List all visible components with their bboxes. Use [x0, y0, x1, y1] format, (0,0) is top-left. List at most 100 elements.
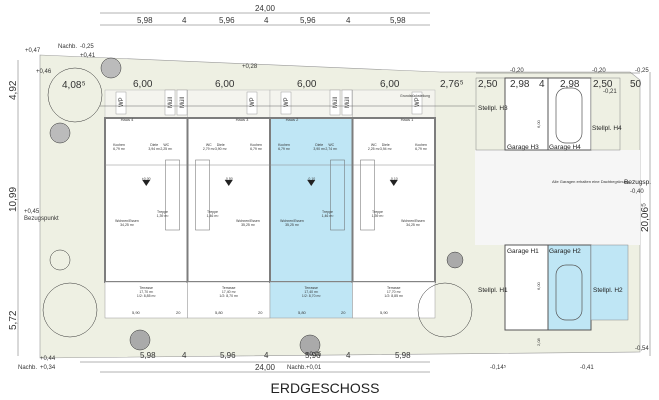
- dim-bottom-2: 4: [182, 351, 187, 360]
- nachb-sw-label: Nachb.: [18, 365, 37, 371]
- level-marker-icon: [389, 180, 398, 186]
- dim-bottom-3: 5,96: [220, 351, 236, 360]
- level-bottom-mid: +0,25: [306, 352, 322, 358]
- staircase: [330, 159, 345, 231]
- level-garage-a: -0,20: [510, 68, 524, 74]
- tree-icon: [49, 122, 71, 144]
- stair-label: Treppe: [322, 210, 333, 214]
- terrace: [352, 281, 436, 319]
- house-label: Haus 3: [236, 117, 249, 122]
- stair-label: Treppe: [207, 210, 218, 214]
- level-top-center: +0,28: [242, 64, 258, 70]
- dimension-lines: [17, 12, 651, 373]
- kitchen-label: Kochen: [278, 143, 290, 147]
- dim-top-2: 4: [182, 16, 187, 25]
- level-ne: -0,25: [635, 68, 649, 74]
- level-nw: +0,47: [25, 48, 41, 54]
- house-2: WP: [269, 89, 354, 319]
- dim-bottom-1: 5,98: [140, 351, 156, 360]
- garage-dim-2: 2,98: [510, 79, 530, 90]
- level-top-a: +0,41: [80, 53, 96, 59]
- dim-bottom-5: 5,96: [305, 351, 321, 360]
- stair-area: 1,46 m²: [207, 214, 220, 218]
- heat-pump: [115, 91, 127, 115]
- garage-depth-top: 6,00: [536, 119, 541, 128]
- bin-label: Müll: [168, 97, 174, 108]
- wc-label: WC: [163, 143, 169, 147]
- heat-pump-label: WP: [250, 97, 256, 107]
- level-garage-b: -0,20: [592, 68, 606, 74]
- depth-3: 6,00: [297, 79, 317, 90]
- bin-label: Müll: [345, 97, 351, 108]
- living-area: 34,25 m²: [406, 223, 421, 227]
- front-offset: 4,08⁵: [62, 80, 86, 91]
- garage-dim-3: 4: [539, 79, 545, 90]
- dim-top-1: 5,98: [137, 16, 153, 25]
- wc-area: 2,25 m²: [160, 147, 173, 151]
- wc-label: WC: [328, 143, 334, 147]
- hall-area: 3,90 m²: [313, 147, 326, 151]
- house-label: Haus 2: [286, 117, 299, 122]
- dim-top-4: 4: [264, 16, 269, 25]
- level-marker-icon: [224, 180, 233, 186]
- terrace: [104, 281, 188, 319]
- left-dim-1: 4,92: [8, 80, 19, 100]
- dim-top-6: 4: [346, 16, 351, 25]
- bin-enclosure: [329, 89, 341, 116]
- house-1: WP: [351, 89, 436, 319]
- terrace-width-4: 5,90: [380, 310, 389, 315]
- parking-h2-label: Stellpl. H2: [593, 287, 623, 294]
- wc-area: 2,79 m²: [203, 147, 216, 151]
- terrace-gap-3: 20: [341, 310, 346, 315]
- tree-icon: [47, 67, 103, 123]
- dim-top-3: 5,96: [219, 16, 235, 25]
- driveway: [475, 150, 640, 245]
- right-dim: 20,06⁵: [640, 203, 651, 232]
- tree-icon: [417, 282, 473, 338]
- car-icon: [555, 264, 583, 321]
- wc-area: 2,25 m²: [368, 147, 381, 151]
- kitchen-area: 6,79 m²: [113, 147, 126, 151]
- hall-label: Diele: [150, 143, 158, 147]
- living-area: 34,25 m²: [120, 223, 135, 227]
- garage-dim-6: 50: [630, 79, 642, 90]
- kitchen-label: Kochen: [415, 143, 427, 147]
- terrace-label: Terrasse: [305, 286, 318, 290]
- parking-h4-label: Stellpl. H4: [592, 125, 622, 132]
- stair-area: 1,46 m²: [322, 214, 335, 218]
- kitchen-label: Kochen: [113, 143, 125, 147]
- terrace-label: Terrasse: [387, 286, 400, 290]
- overall-width-top: 24,00: [255, 4, 276, 13]
- house-label: Haus 1: [401, 117, 414, 122]
- kitchen-label: Kochen: [250, 143, 262, 147]
- kitchen-area: 6,79 m²: [250, 147, 263, 151]
- hall-area: 3,90 m²: [215, 147, 228, 151]
- tree-icon: [42, 282, 98, 338]
- house-footprint: [351, 117, 436, 283]
- terrace-half-area: 1/2: 8,70 m²: [302, 294, 322, 298]
- nachb-bottom-label: Nachb.: [287, 365, 306, 371]
- heat-pump: [280, 91, 292, 115]
- terrace-width-2: 5,80: [215, 310, 224, 315]
- living-area: 35,25 m²: [285, 223, 300, 227]
- terrace-area: 17,70 m²: [139, 290, 154, 294]
- level-marker-icon: [142, 180, 151, 186]
- dim-bottom-4: 4: [264, 351, 269, 360]
- garage-gap: 2,08: [536, 337, 541, 346]
- terrace: [269, 281, 353, 319]
- level-reference: +0,45: [24, 209, 40, 215]
- heat-pump-label: WP: [284, 97, 290, 107]
- garage-h1-label: Garage H1: [507, 248, 539, 255]
- terrace-half-area: 1/2: 8,85 m²: [384, 294, 404, 298]
- bin-enclosure: [341, 89, 353, 116]
- wc-area: 2,74 m²: [325, 147, 338, 151]
- hall-label: Diele: [217, 143, 225, 147]
- trees: [42, 57, 473, 356]
- garage-h2-label: Garage H2: [549, 248, 581, 255]
- front-yard: [187, 89, 271, 119]
- bin-label: Müll: [180, 97, 186, 108]
- parking-h3-label: Stellpl. H3: [478, 105, 508, 112]
- tree-icon: [129, 329, 151, 351]
- level-marker-icon: [307, 180, 316, 186]
